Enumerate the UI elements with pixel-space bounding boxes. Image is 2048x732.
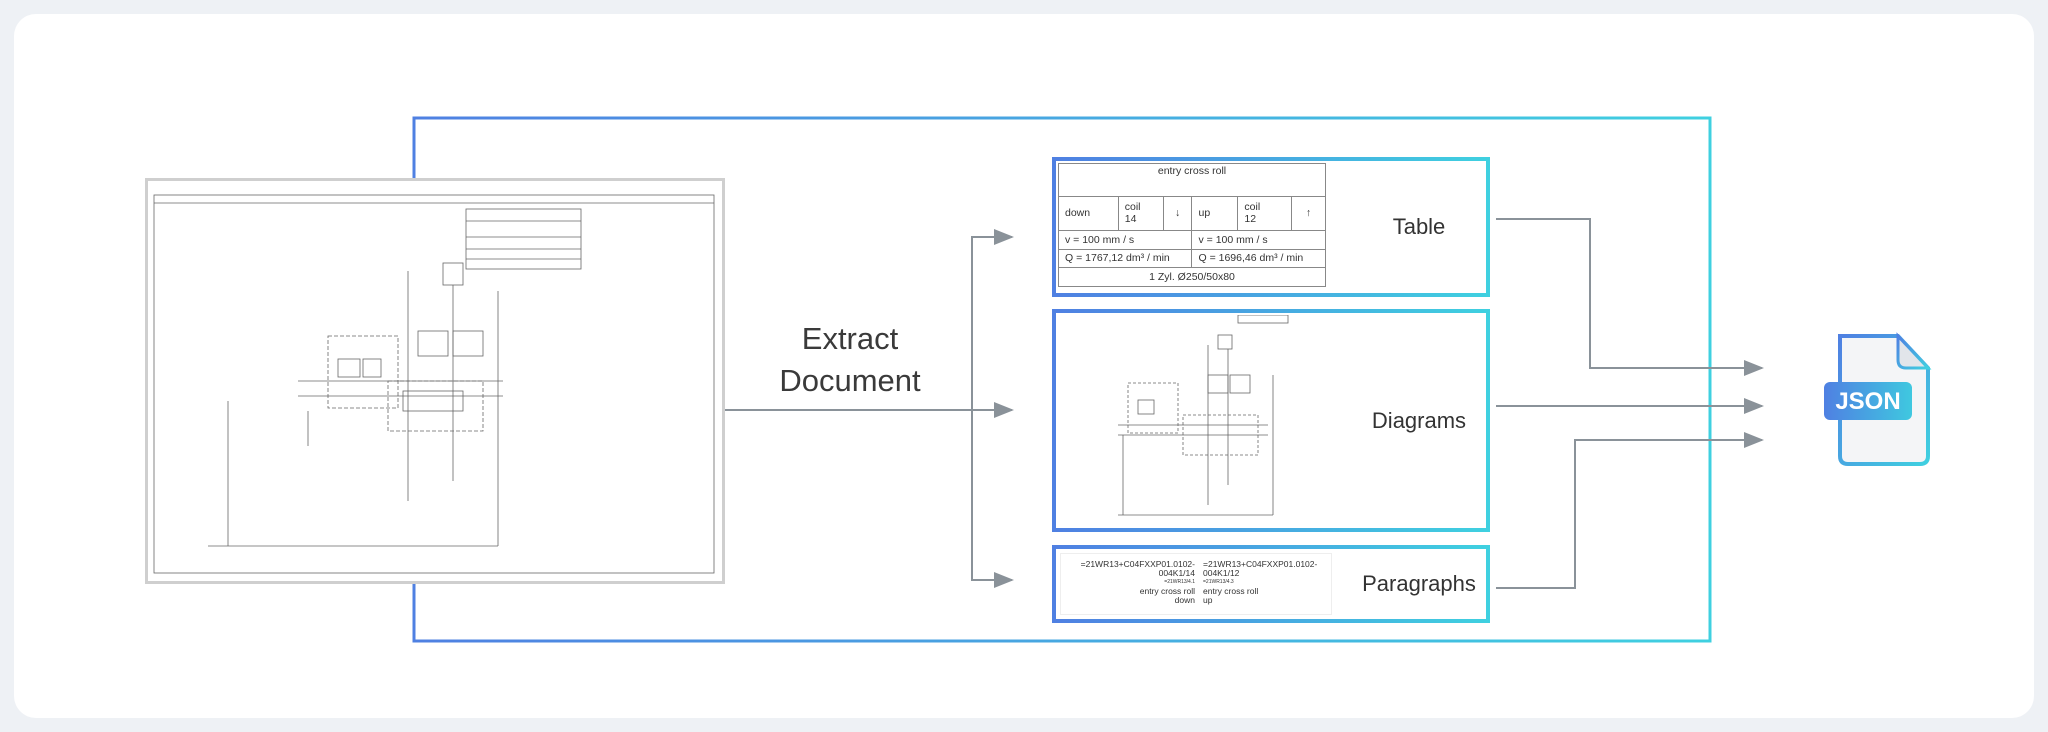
arrow-up-icon: ↑	[1290, 196, 1327, 231]
arrow-down-icon: ↓	[1162, 196, 1193, 231]
output-label-paragraphs: Paragraphs	[1362, 571, 1476, 596]
table-cell: Q = 1696,46 dm³ / min	[1191, 248, 1326, 269]
table-cell: up	[1191, 196, 1239, 231]
arrow-paragraphs-to-json	[1496, 432, 1764, 589]
output-label-table: Table	[1392, 214, 1446, 239]
table-cell: down	[1058, 196, 1119, 231]
json-label: JSON	[1835, 388, 1900, 415]
extracted-diagram	[1118, 315, 1289, 516]
source-document-thumbnail	[145, 178, 725, 584]
arrow-table-to-json	[1496, 218, 1764, 376]
table-cell: Q = 1767,12 dm³ / min	[1057, 248, 1193, 269]
extract-label-line2: Document	[779, 363, 921, 398]
extracted-paragraphs: =21WR13+C04FXXP01.0102-004K1/14 =21WR13/…	[1060, 553, 1332, 615]
paragraph-right: =21WR13+C04FXXP01.0102-004K1/12 =21WR13/…	[1203, 559, 1318, 605]
arrow-to-table	[971, 229, 1014, 410]
extract-label-line1: Extract	[801, 321, 899, 356]
table-title: entry cross roll	[1058, 163, 1326, 197]
extract-document-label: Extract Document	[760, 318, 940, 402]
json-file-icon: JSON	[1818, 330, 1938, 475]
arrow-to-paragraphs	[971, 410, 1014, 588]
output-label-diagrams: Diagrams	[1371, 407, 1467, 433]
table-cell: v = 100 mm / s	[1057, 229, 1193, 250]
output-diagrams-box: Diagrams	[1052, 309, 1490, 532]
table-footer: 1 Zyl. Ø250/50x80	[1058, 267, 1326, 287]
output-paragraphs-box: =21WR13+C04FXXP01.0102-004K1/14 =21WR13/…	[1052, 545, 1490, 623]
schematic-drawing	[153, 194, 715, 574]
paragraph-left: =21WR13+C04FXXP01.0102-004K1/14 =21WR13/…	[1080, 559, 1195, 605]
table-cell: v = 100 mm / s	[1191, 229, 1326, 250]
